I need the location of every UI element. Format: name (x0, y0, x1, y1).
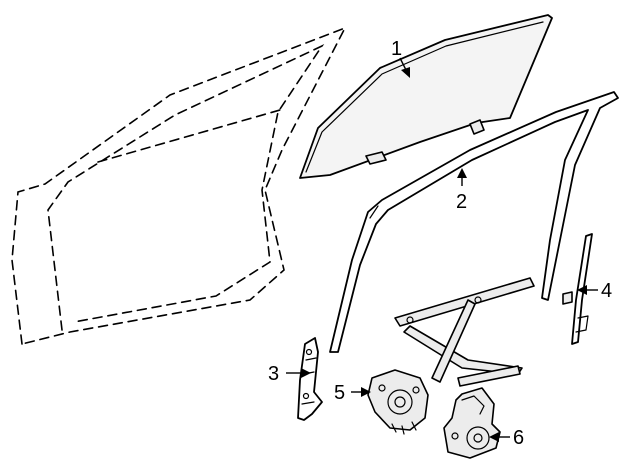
leader-lines (286, 57, 598, 442)
door-glass (299, 14, 553, 179)
callout-1: 1 (391, 38, 402, 60)
callout-5: 5 (334, 382, 345, 404)
callout-6: 6 (513, 427, 524, 449)
door-frame-outline (11, 26, 347, 345)
rear-channel (562, 233, 593, 345)
glass-run-channel (329, 91, 619, 353)
window-regulator (367, 277, 535, 435)
callout-4: 4 (601, 280, 612, 302)
callout-2: 2 (456, 191, 467, 213)
guide-plate (297, 337, 323, 421)
regulator-motor (443, 387, 501, 459)
callout-3: 3 (268, 363, 279, 385)
